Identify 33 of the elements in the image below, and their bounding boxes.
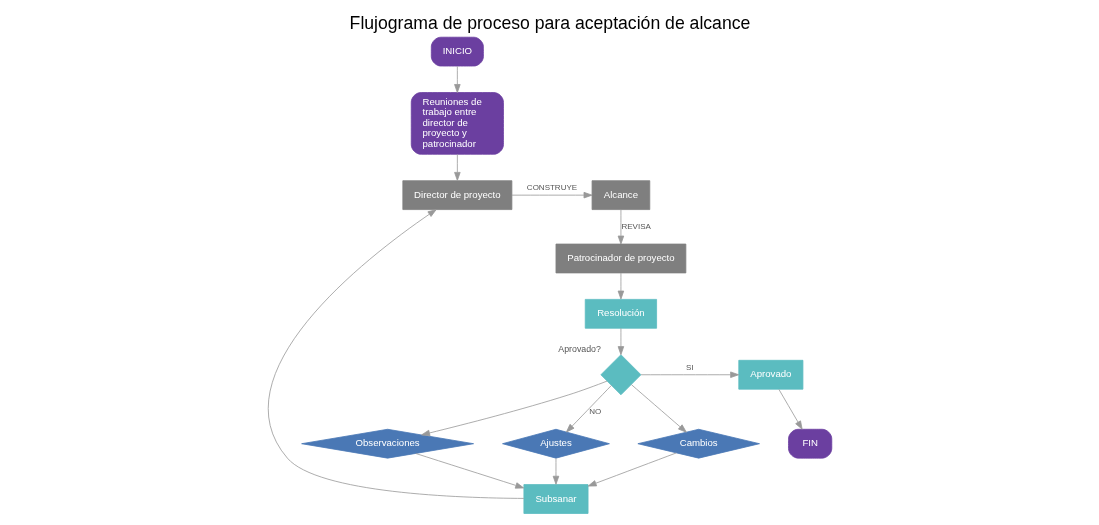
node-box: Alcance [591, 180, 650, 210]
arrow [420, 380, 607, 437]
arrow [617, 328, 624, 356]
node-box: Resolución [584, 299, 657, 329]
arrow [552, 457, 559, 485]
edge-label: SI [685, 362, 694, 372]
arrow [640, 371, 739, 378]
edge-label: REVISA [620, 221, 651, 231]
node-box: Patrocinador de proyecto [555, 243, 686, 274]
arrow [778, 389, 803, 430]
node-box: FIN [787, 428, 832, 459]
arrow [267, 209, 524, 499]
arrow [617, 209, 624, 245]
node-box: INICIO [430, 36, 484, 67]
arrow [453, 65, 461, 93]
edge-label: NO [588, 407, 601, 417]
arrow [630, 384, 687, 433]
arrow [414, 453, 524, 489]
arrow [617, 272, 624, 300]
edge-label: CONSTRUYE [526, 183, 577, 193]
node-box: Subsanar [523, 484, 588, 514]
arrow [511, 191, 592, 199]
node-diamond: Ajustes [501, 428, 610, 459]
arrow [587, 452, 677, 487]
node-box: Director de proyecto [401, 180, 512, 210]
arrow [565, 385, 612, 433]
node-diamond: Cambios [637, 428, 760, 459]
arrow [453, 153, 461, 181]
node-box: Reuniones de trabajo entre director de proyecto y patrocinador [410, 92, 504, 155]
node-box: Aprovado [737, 359, 803, 390]
node-diamond [600, 354, 641, 396]
node-label: Aprovado? [557, 344, 601, 355]
diagram-title: Flujograma de proceso para aceptación de alcance [349, 12, 750, 33]
